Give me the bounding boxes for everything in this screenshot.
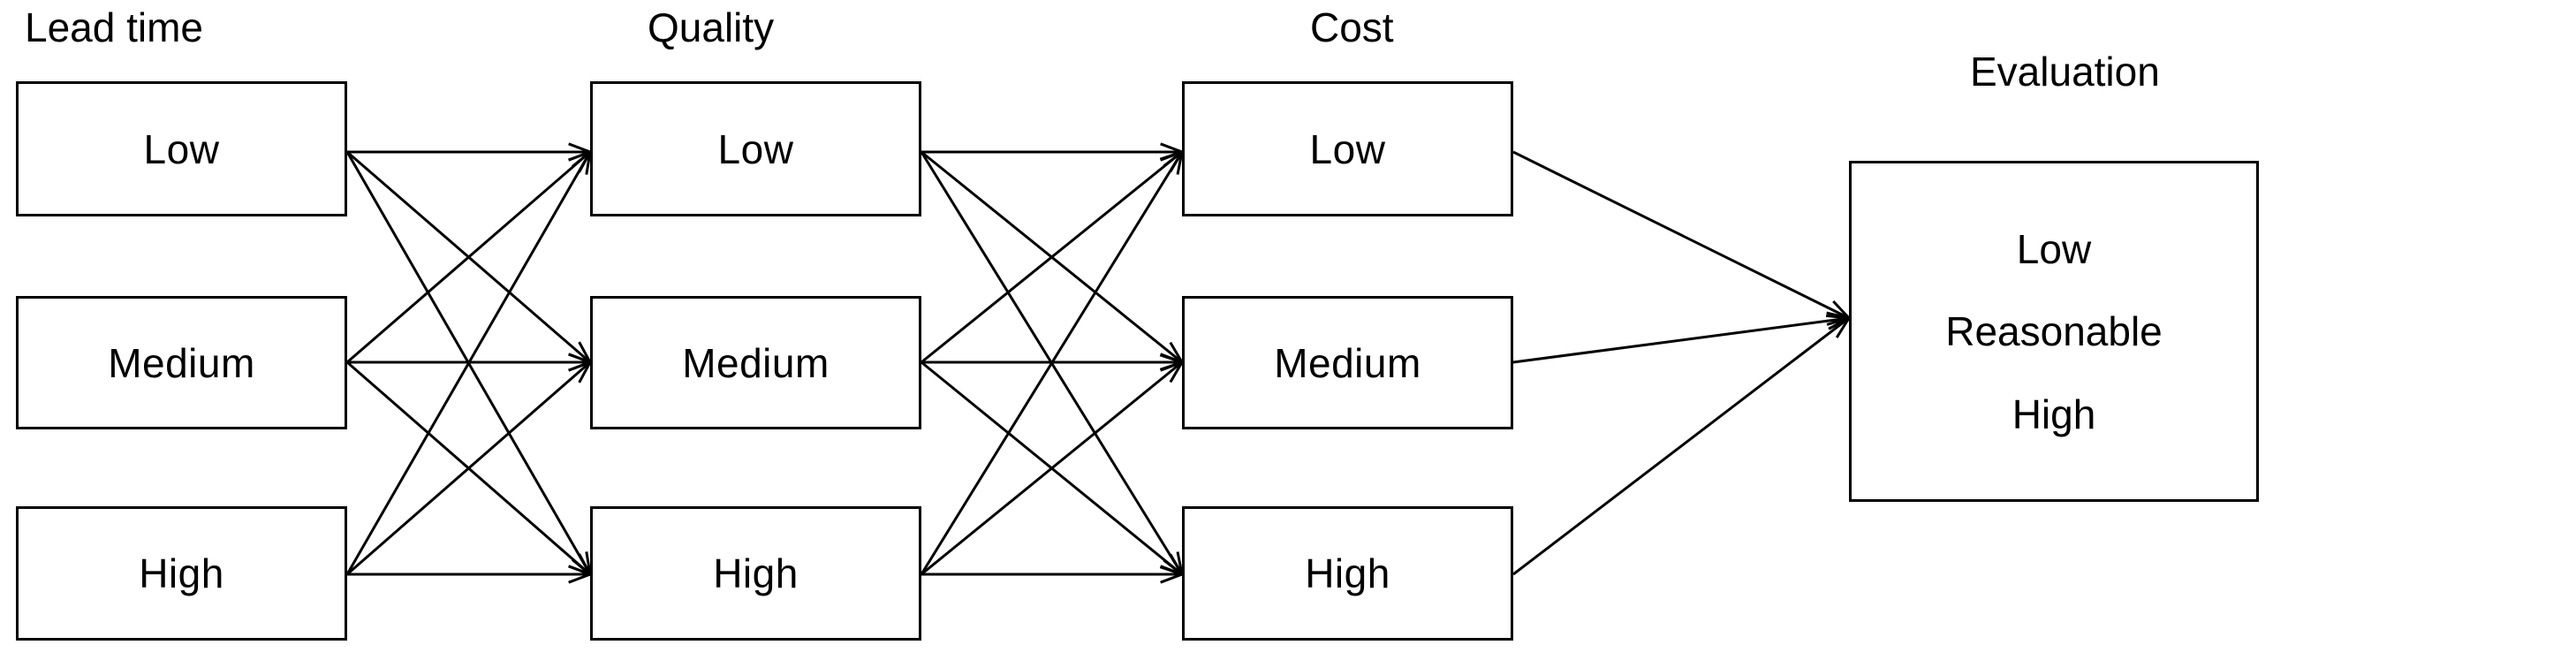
node-evaluation[interactable]: Low Reasonable High bbox=[1849, 161, 2259, 502]
edge-layer0-2-1 bbox=[346, 360, 594, 576]
node-quality-high[interactable]: High bbox=[590, 506, 921, 641]
node-lead-time-medium[interactable]: Medium bbox=[16, 296, 347, 429]
edge-layer1-1-2 bbox=[921, 360, 1186, 577]
node-label: Low bbox=[143, 125, 220, 172]
edge-layer0-0-2 bbox=[345, 151, 593, 578]
node-quality-medium[interactable]: Medium bbox=[590, 296, 921, 429]
edge-layer1-0-0 bbox=[921, 142, 1186, 162]
node-label: High bbox=[713, 550, 799, 596]
edge-layer1-2-1 bbox=[921, 360, 1186, 576]
edge-layer0-2-0 bbox=[345, 148, 593, 575]
edge-layer0-1-0 bbox=[346, 149, 594, 364]
node-lead-time-low[interactable]: Low bbox=[16, 81, 347, 216]
edge-layer0-1-1 bbox=[347, 353, 595, 372]
edge-to-evaluation-2 bbox=[1512, 315, 1852, 576]
edge-layer0-1-2 bbox=[346, 360, 594, 577]
evaluation-item-reasonable: Reasonable bbox=[1945, 308, 2163, 354]
node-lead-time-high[interactable]: High bbox=[16, 506, 347, 641]
evaluation-item-high: High bbox=[2012, 391, 2096, 437]
column-title-evaluation: Evaluation bbox=[1970, 49, 2160, 95]
node-label: Medium bbox=[682, 339, 830, 386]
node-label: Medium bbox=[108, 339, 255, 386]
node-label: Low bbox=[1309, 125, 1386, 172]
node-cost-high[interactable]: High bbox=[1182, 506, 1513, 641]
edge-layer1-0-2 bbox=[920, 151, 1185, 578]
node-label: High bbox=[139, 550, 224, 596]
node-cost-medium[interactable]: Medium bbox=[1182, 296, 1513, 429]
column-title-cost: Cost bbox=[1310, 4, 1394, 50]
node-quality-low[interactable]: Low bbox=[590, 81, 921, 216]
node-label: Low bbox=[717, 125, 794, 172]
node-label: Medium bbox=[1274, 339, 1421, 386]
edge-layer1-2-2 bbox=[921, 565, 1186, 584]
edge-layer1-2-0 bbox=[920, 148, 1185, 575]
edge-to-evaluation-0 bbox=[1512, 150, 1852, 320]
column-title-quality: Quality bbox=[648, 4, 775, 50]
edge-to-evaluation-1 bbox=[1512, 311, 1853, 364]
edge-layer0-0-1 bbox=[346, 150, 594, 365]
node-cost-low[interactable]: Low bbox=[1182, 81, 1513, 216]
edge-layer1-1-0 bbox=[921, 149, 1186, 364]
edge-layer1-1-1 bbox=[921, 353, 1186, 372]
edge-layer0-0-0 bbox=[347, 142, 595, 162]
edge-layer0-2-2 bbox=[347, 565, 595, 584]
column-title-lead-time: Lead time bbox=[25, 4, 204, 50]
node-label: High bbox=[1305, 550, 1390, 596]
evaluation-item-low: Low bbox=[2016, 225, 2092, 272]
edge-layer1-0-1 bbox=[921, 150, 1186, 365]
